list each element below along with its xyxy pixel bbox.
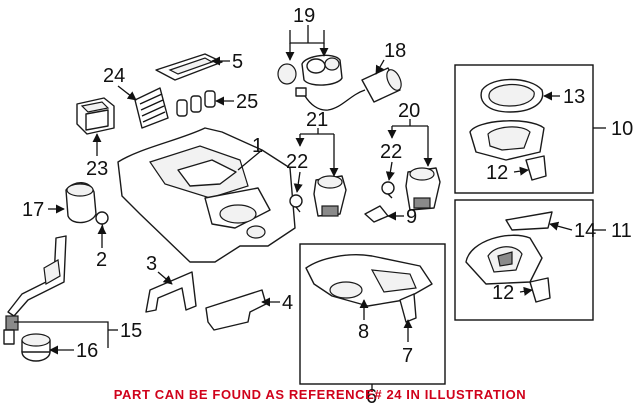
leader-24 [117,85,137,101]
callout-12-bottom: 12 [492,282,514,304]
part-20-connector [405,167,441,211]
leader-18 [375,59,385,75]
part-18-socket [295,67,402,111]
part-7-bracket [399,293,417,323]
group-box-10 [454,64,594,194]
part-22-screw-left [289,194,303,213]
part-12-clip-bottom [529,277,551,303]
reference-note: PART CAN BE FOUND AS REFERENCE# 24 IN IL… [113,387,527,402]
callout-18: 18 [384,40,406,62]
part-21-connector [313,175,347,217]
part-24-grille [134,87,169,129]
part-3-bracket [145,271,197,313]
leader-15 [14,321,109,348]
part-19-lighter [277,54,343,86]
part-15-lever [3,235,67,345]
callout-16: 16 [76,340,98,362]
callout-12-top: 12 [486,162,508,184]
callout-10: 10 [611,118,633,140]
leader-12-bottom [519,286,533,296]
part-1-console [117,127,296,263]
callout-17: 17 [22,199,44,221]
part-8-tray [305,254,433,307]
part-23-switch [76,97,115,135]
callout-2: 2 [96,249,107,271]
callout-6: 6 [366,386,377,408]
callout-22-left: 22 [286,151,308,173]
callout-7: 7 [402,345,413,367]
callout-21: 21 [306,109,328,131]
callout-8: 8 [358,321,369,343]
callout-4: 4 [282,292,293,314]
leader-3 [157,271,173,285]
part-16-bushing [21,333,51,362]
callout-19: 19 [293,5,315,27]
part-17-knob [65,182,97,224]
callout-5: 5 [232,51,243,73]
part-boot [465,234,543,285]
part-14-strip [505,211,553,231]
leader-14 [549,221,573,231]
part-22-screw-right [381,181,395,199]
callout-11: 11 [611,220,632,242]
leader-22-right [385,161,395,181]
callout-15: 15 [120,320,142,342]
callout-24: 24 [103,65,125,87]
callout-14: 14 [574,220,596,242]
leader-22-left [293,171,303,193]
callout-25: 25 [236,91,258,113]
part-9-clip [364,205,389,223]
callout-3: 3 [146,253,157,275]
part-25-blanks [176,90,216,117]
callout-20: 20 [398,100,420,122]
part-5-trim [155,53,223,81]
callout-13: 13 [563,86,585,108]
part-13-trim [469,78,545,161]
callout-23: 23 [86,158,108,180]
part-12-clip-top [525,155,547,181]
leader-19 [289,30,325,44]
leader-12-top [513,166,529,176]
callout-9: 9 [406,206,417,228]
callout-1: 1 [252,135,263,157]
callout-22-right: 22 [380,141,402,163]
leader-1 [237,149,263,171]
part-4-bracket [205,289,267,331]
group-box-11 [454,199,594,321]
